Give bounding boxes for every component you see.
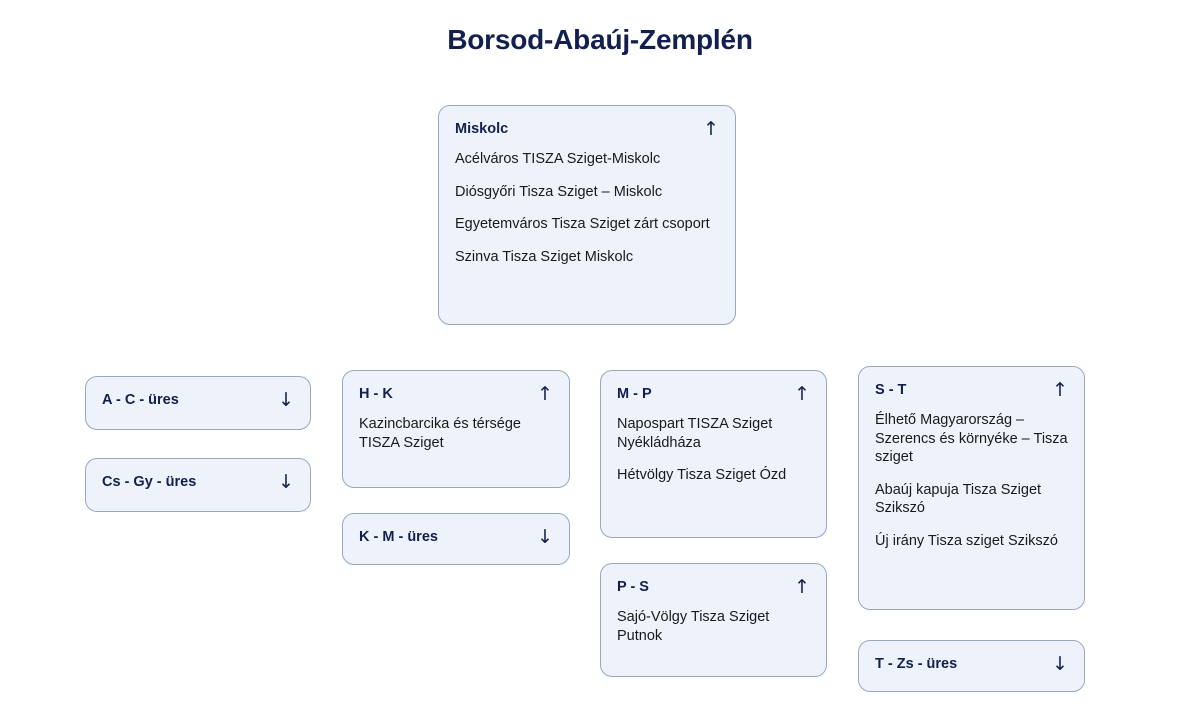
card-m-p[interactable]: M - P ↑ Napospart TISZA Sziget Nyékládhá… <box>600 370 827 538</box>
arrow-up-icon[interactable]: ↑ <box>537 383 553 405</box>
card-title: A - C - üres <box>102 392 179 408</box>
card-header: Cs - Gy - üres ↓ <box>102 471 294 493</box>
card-item-list: Acélváros TISZA Sziget-Miskolc Diósgyőri… <box>455 150 719 266</box>
card-header: A - C - üres ↓ <box>102 389 294 411</box>
arrow-up-icon[interactable]: ↑ <box>703 118 719 140</box>
card-title: T - Zs - üres <box>875 656 958 672</box>
card-header: K - M - üres ↓ <box>359 526 553 548</box>
arrow-up-icon[interactable]: ↑ <box>794 576 810 598</box>
list-item[interactable]: Sajó-Völgy Tisza Sziget Putnok <box>617 609 770 644</box>
arrow-up-icon[interactable]: ↑ <box>1052 379 1068 401</box>
card-header: S - T ↑ <box>875 379 1068 401</box>
list-item[interactable]: Hétvölgy Tisza Sziget Ózd <box>617 467 787 483</box>
card-t-zs[interactable]: T - Zs - üres ↓ <box>858 640 1085 692</box>
card-s-t[interactable]: S - T ↑ Élhető Magyarország – Szerencs é… <box>858 366 1085 610</box>
list-item[interactable]: Szinva Tisza Sziget Miskolc <box>455 248 634 265</box>
card-title: Cs - Gy - üres <box>102 474 197 490</box>
card-h-k[interactable]: H - K ↑ Kazincbarcika és térsége TISZA S… <box>342 370 570 488</box>
card-title: H - K <box>359 386 393 402</box>
card-a-c[interactable]: A - C - üres ↓ <box>85 376 311 430</box>
card-title: S - T <box>875 382 907 398</box>
card-header: H - K ↑ <box>359 383 553 405</box>
card-header: Miskolc ↑ <box>455 118 719 140</box>
card-header: T - Zs - üres ↓ <box>875 653 1068 675</box>
arrow-up-icon[interactable]: ↑ <box>794 383 810 405</box>
card-item-list: Kazincbarcika és térsége TISZA Sziget <box>359 415 553 452</box>
card-title: K - M - üres <box>359 529 438 545</box>
list-item[interactable]: Diósgyőri Tisza Sziget – Miskolc <box>455 183 663 200</box>
card-item-list: Napospart TISZA Sziget Nyékládháza Hétvö… <box>617 415 810 485</box>
list-item[interactable]: Acélváros TISZA Sziget-Miskolc <box>455 151 661 167</box>
arrow-down-icon[interactable]: ↓ <box>1052 653 1068 675</box>
list-item[interactable]: Kazincbarcika és térsége TISZA Sziget <box>359 416 521 451</box>
card-p-s[interactable]: P - S ↑ Sajó-Völgy Tisza Sziget Putnok <box>600 563 827 677</box>
arrow-down-icon[interactable]: ↓ <box>278 389 294 411</box>
card-k-m[interactable]: K - M - üres ↓ <box>342 513 570 565</box>
card-item-list: Élhető Magyarország – Szerencs és környé… <box>875 411 1068 550</box>
card-title: Miskolc <box>455 121 509 137</box>
card-header: P - S ↑ <box>617 576 810 598</box>
page-title: Borsod-Abaúj-Zemplén <box>447 24 753 55</box>
card-miskolc[interactable]: Miskolc ↑ Acélváros TISZA Sziget-Miskolc… <box>438 105 736 325</box>
card-header: M - P ↑ <box>617 383 810 405</box>
list-item[interactable]: Élhető Magyarország – Szerencs és környé… <box>875 412 1068 465</box>
card-cs-gy[interactable]: Cs - Gy - üres ↓ <box>85 458 311 512</box>
card-title: P - S <box>617 579 649 595</box>
card-title: M - P <box>617 386 652 402</box>
list-item[interactable]: Egyetemváros Tisza Sziget zárt csoport <box>455 216 710 232</box>
arrow-down-icon[interactable]: ↓ <box>278 471 294 493</box>
list-item[interactable]: Napospart TISZA Sziget Nyékládháza <box>617 416 773 451</box>
card-item-list: Sajó-Völgy Tisza Sziget Putnok <box>617 608 810 645</box>
list-item[interactable]: Abaúj kapuja Tisza Sziget Szikszó <box>875 481 1042 517</box>
list-item[interactable]: Új irány Tisza sziget Szikszó <box>875 532 1058 549</box>
arrow-down-icon[interactable]: ↓ <box>537 526 553 548</box>
